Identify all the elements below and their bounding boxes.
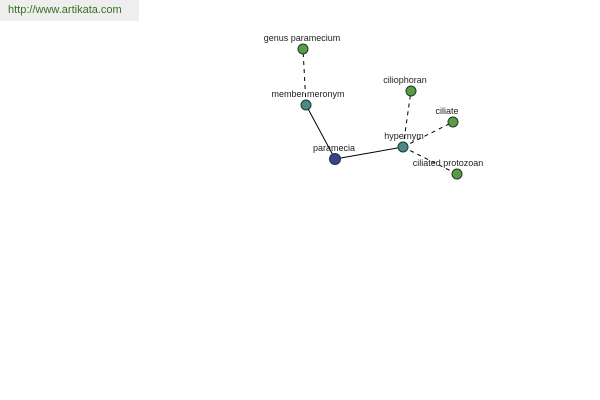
watermark-bar: http://www.artikata.com — [0, 0, 139, 21]
edge-paramecia-hypernym — [334, 146, 404, 160]
edges-layer — [302, 48, 458, 175]
node-label-paramecia[interactable]: paramecia — [313, 143, 355, 153]
labels-layer: paramecia member meronym genus paramecium h… — [264, 33, 484, 168]
node-ciliophoran[interactable] — [405, 85, 417, 97]
node-label-ciliate[interactable]: ciliate — [435, 106, 458, 116]
edge-hypernym-ciliophoran — [402, 90, 412, 148]
edge-hypernym-ciliate — [402, 121, 454, 148]
node-ciliated-protozoan[interactable] — [451, 168, 463, 180]
node-genus-paramecium[interactable] — [297, 43, 309, 55]
edge-member_meronym-genus_paramecium — [302, 48, 307, 106]
node-label-ciliated-protozoan[interactable]: ciliated protozoan — [413, 158, 484, 168]
node-paramecia[interactable] — [329, 153, 341, 165]
nodes-layer — [297, 43, 463, 180]
watermark-url[interactable]: http://www.artikata.com — [8, 4, 122, 16]
node-hypernym[interactable] — [397, 141, 409, 153]
edge-hypernym-ciliated_protozoan — [402, 146, 458, 175]
node-label-genus-paramecium[interactable]: genus paramecium — [264, 33, 341, 43]
node-label-ciliophoran[interactable]: ciliophoran — [383, 75, 427, 85]
node-label-hypernym[interactable]: hypernym — [384, 131, 424, 141]
edge-paramecia-member_meronym — [305, 104, 336, 160]
node-ciliate[interactable] — [447, 116, 459, 128]
node-member-meronym[interactable] — [300, 99, 312, 111]
node-label-member-meronym[interactable]: member meronym — [271, 89, 344, 99]
